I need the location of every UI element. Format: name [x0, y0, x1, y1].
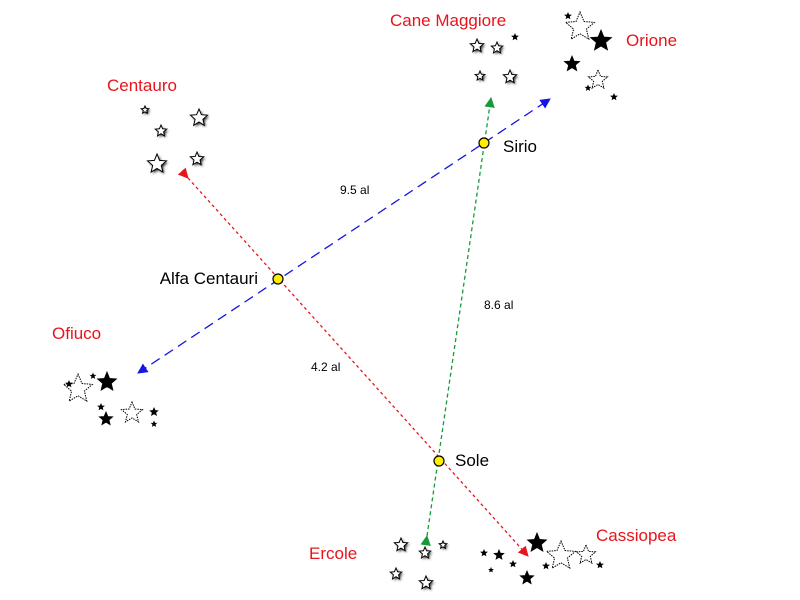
ofiuco-stars-icon: [62, 370, 159, 427]
sirio-marker: [478, 137, 490, 149]
constellation-orione-label: Orione: [626, 31, 677, 50]
sirio-label: Sirio: [503, 137, 537, 156]
distance-alfa-centauri-sirio: 9.5 al: [340, 183, 369, 197]
constellation-ofiuco-label: Ofiuco: [52, 324, 101, 343]
cane-maggiore-stars-icon: [469, 32, 519, 85]
direction-line-centauro-cassiopea: [177, 167, 529, 557]
constellation-cane-maggiore-label: Cane Maggiore: [390, 11, 506, 30]
alfa-centauri-label: Alfa Centauri: [160, 269, 258, 288]
ercole-stars-icon: [389, 536, 449, 591]
sole-label: Sole: [455, 451, 489, 470]
constellation-cassiopea-label: Cassiopea: [596, 526, 677, 545]
direction-line-ercole-canemaggiore: [420, 96, 495, 547]
centauro-stars-icon: [140, 104, 210, 174]
sole-marker: [433, 455, 445, 467]
orione-stars-icon: [563, 10, 618, 101]
constellation-centauro-label: Centauro: [107, 76, 177, 95]
distance-sole-alfa-centauri: 4.2 al: [311, 360, 340, 374]
distance-sole-sirio: 8.6 al: [484, 298, 513, 312]
constellation-ercole-label: Ercole: [309, 544, 357, 563]
cassiopea-stars-icon: [480, 531, 604, 585]
alfa-centauri-marker: [272, 273, 284, 285]
